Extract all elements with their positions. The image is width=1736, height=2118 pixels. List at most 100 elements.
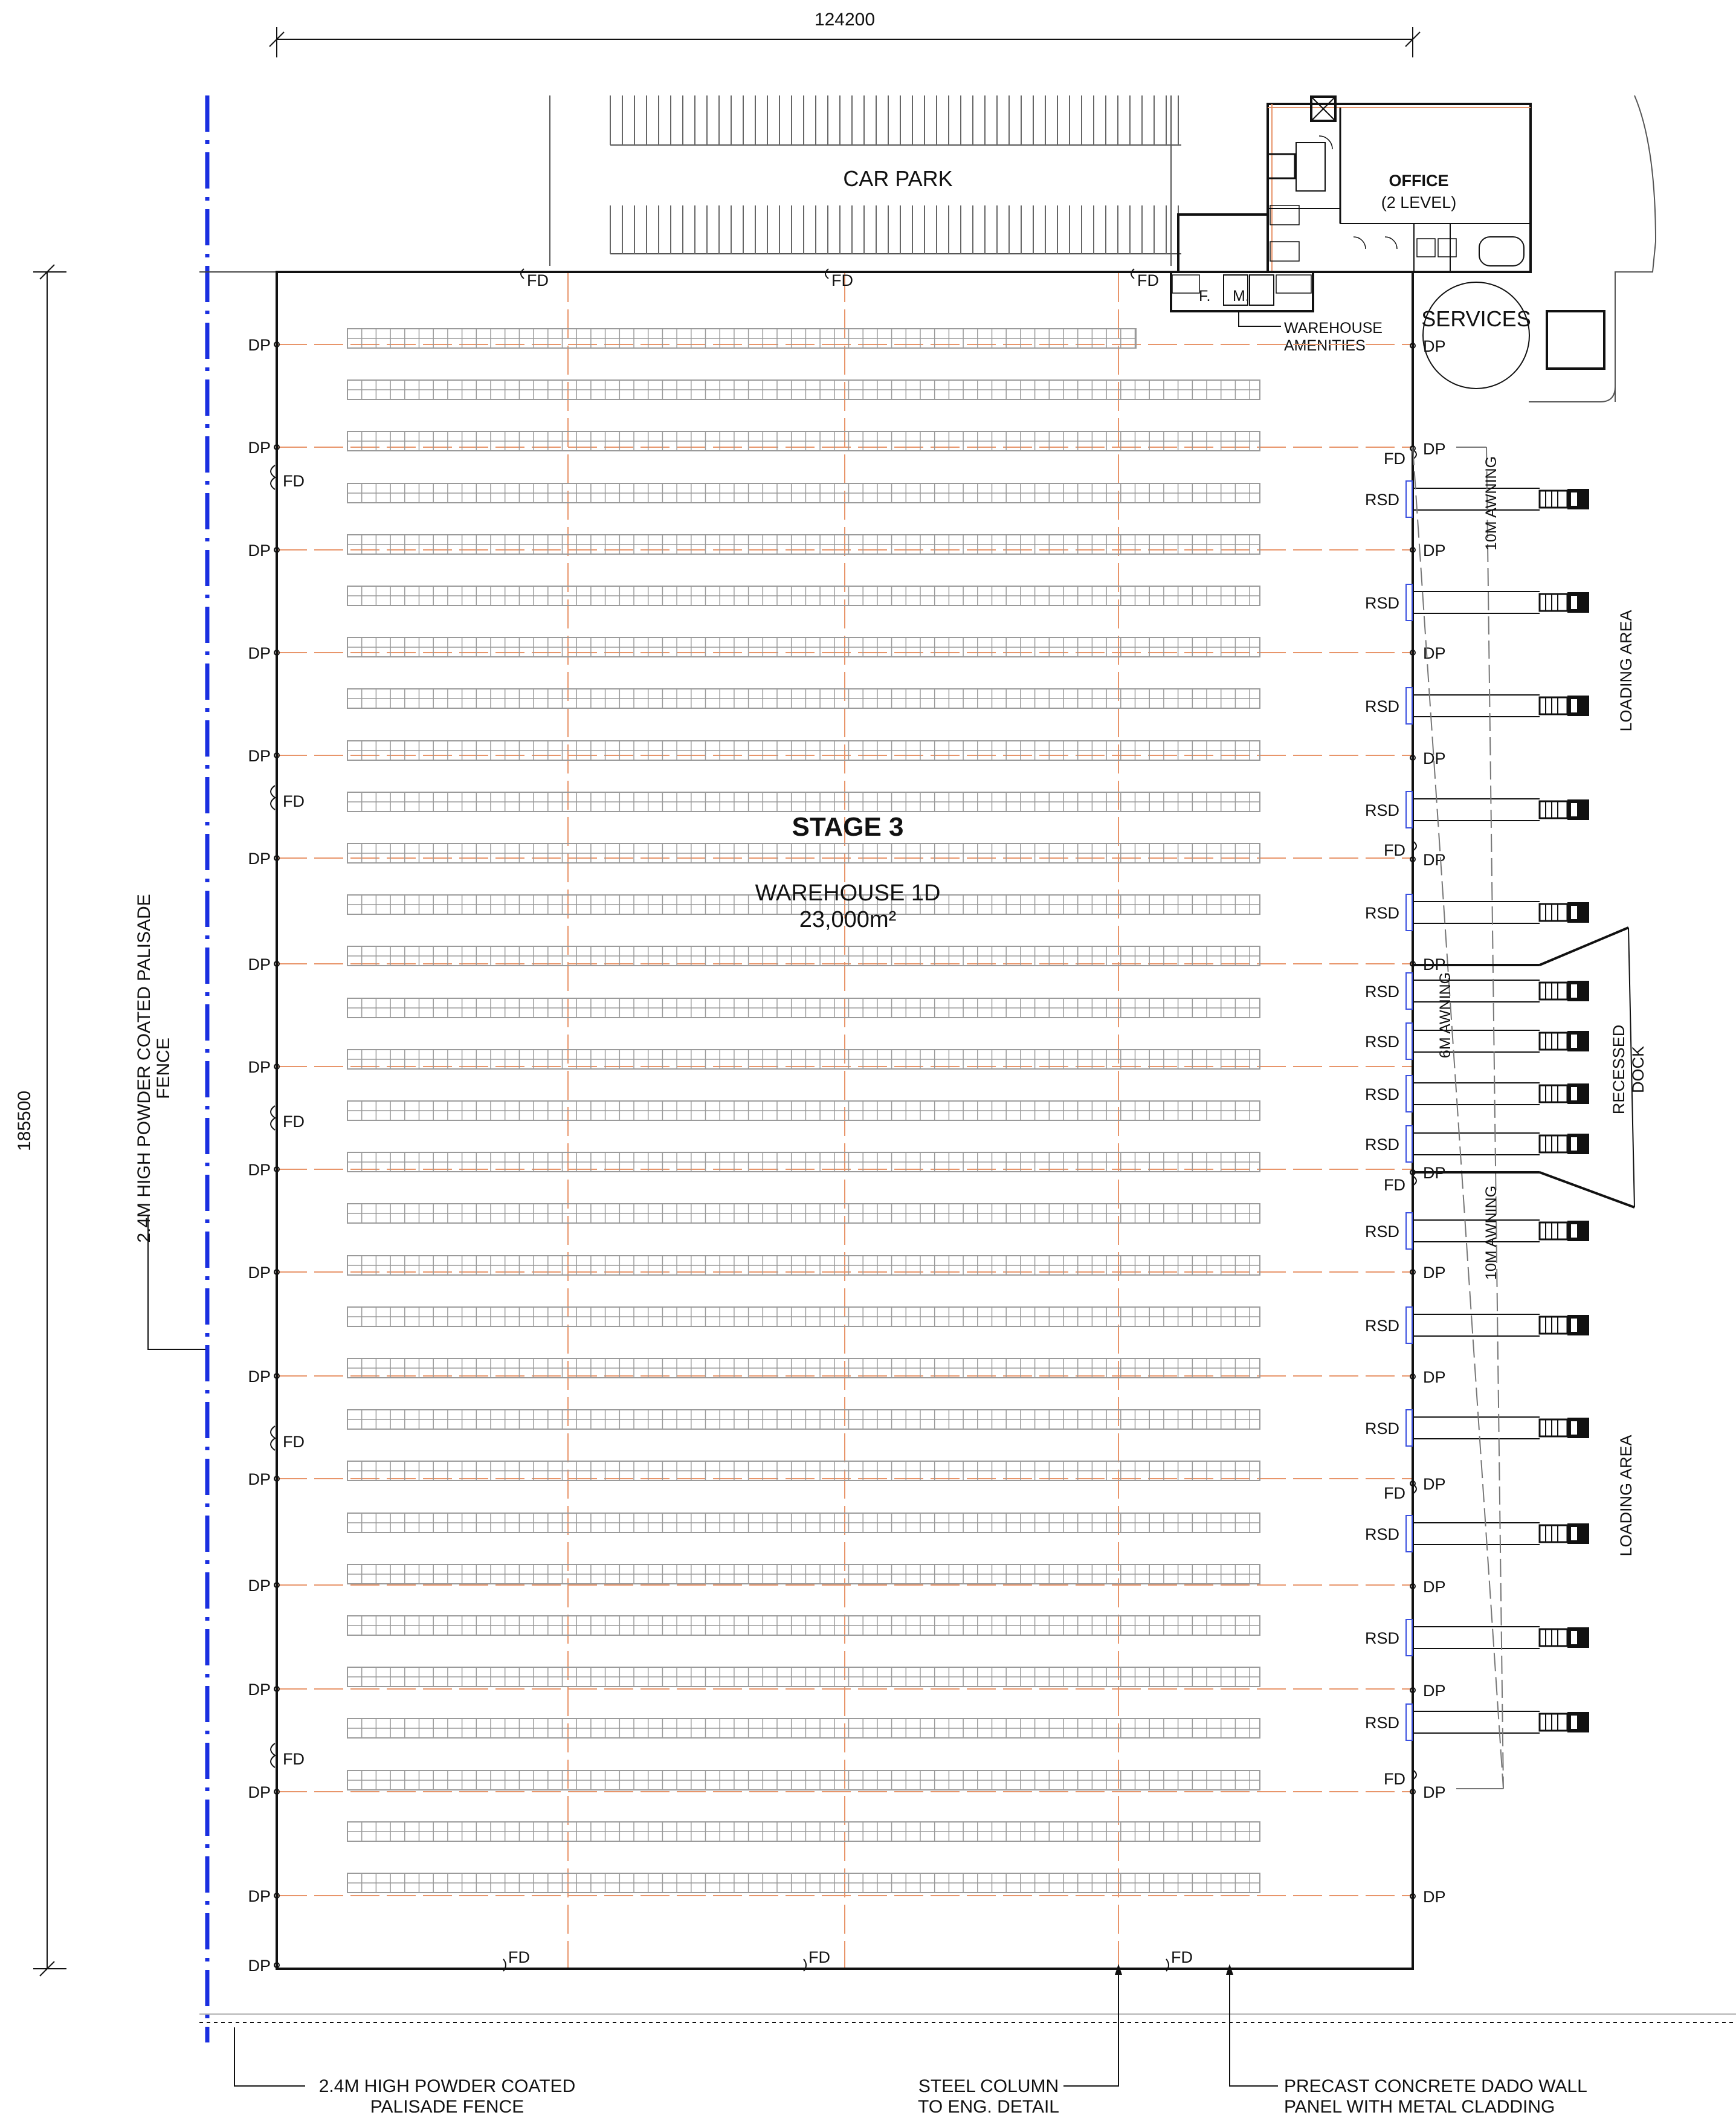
fire-door-marker [520,268,524,279]
recessed-dock: RECESSED DOCK [1413,926,1647,1209]
roller-shutter-label: RSD [1365,1419,1399,1438]
downpipe-marker [274,1582,280,1588]
rack-row [347,379,1260,400]
downpipe-marker [274,961,280,967]
fire-door-label: FD [527,271,549,289]
awning-10m-bottom: 10M AWNING [1483,1186,1500,1280]
dock-door [1405,480,1590,518]
rack-row [347,1409,1260,1430]
dock-door [1405,791,1590,828]
downpipe-label: DP [1423,440,1446,458]
downpipe-marker [1410,1480,1416,1487]
downpipe-label: DP [248,1367,271,1386]
height-dimension: 185500 [15,264,66,1977]
fire-door-label: FD [283,472,305,490]
pallet-racking [347,328,1260,1893]
fire-door-marker [1412,1769,1417,1780]
roller-shutter-label: RSD [1365,1714,1399,1732]
fire-door-marker [270,1743,276,1768]
downpipe-label: DP [1423,541,1446,560]
rack-row [347,1049,1260,1070]
warehouse-area: 23,000m² [799,907,897,932]
steel-column-line1: STEEL COLUMN [918,2076,1059,2096]
dock-door [1405,1409,1590,1447]
downpipe-label: DP [248,1470,271,1488]
truck-icon [1538,1082,1590,1105]
rack-row [347,1255,1260,1276]
downpipe-label: DP [248,850,271,868]
rack-row [347,1770,1260,1790]
fire-door-label: FD [508,1948,530,1966]
rack-row [347,1358,1260,1378]
fire-door-marker [1412,1484,1417,1494]
rack-row [347,1461,1260,1481]
dock-door [1405,1515,1590,1552]
downpipe-marker [274,1686,280,1692]
office-building: OFFICE (2 LEVEL) [1177,95,1532,273]
rack-row [347,843,1260,864]
precast-line2: PANEL WITH METAL CLADDING [1284,2097,1555,2117]
rack-row [347,1821,1260,1842]
downpipe-marker [1410,1583,1416,1589]
loading-docks [1405,480,1590,1741]
rack-row [347,894,1260,915]
fence-label-line1: 2.4M HIGH POWDER COATED PALISADE [134,894,154,1242]
downpipe-label: DP [248,1783,271,1801]
rack-row [347,1667,1260,1687]
rack-row [347,998,1260,1018]
downpipe-marker [274,444,280,450]
fire-door-marker [1412,841,1417,851]
rack-row [347,1873,1260,1893]
downpipe-label: DP [248,1681,271,1699]
fire-door-label: FD [1384,1484,1405,1502]
truck-icon [1538,1132,1590,1155]
downpipe-marker [1410,1269,1416,1275]
roller-shutter-label: RSD [1365,697,1399,715]
palisade-fence [199,95,1736,2042]
downpipe-marker [1410,1687,1416,1693]
dock-door [1405,972,1590,1010]
fire-door-marker [825,268,829,279]
dock-door [1405,687,1590,725]
site-edge-curve [1615,95,1657,402]
fire-door-label: FD [1384,1176,1405,1194]
truck-icon [1538,591,1590,614]
roller-shutter-label: RSD [1365,904,1399,922]
dock-door [1405,1075,1590,1112]
truck-icon [1538,694,1590,717]
precast-line1: PRECAST CONCRETE DADO WALL [1284,2076,1587,2096]
width-dimension: 124200 [269,10,1421,57]
downpipe-marker [274,855,280,861]
downpipe-marker [1410,1789,1416,1795]
perimeter-labels: DPDPDPDPDPDPDPDPDPDPDPDPDPDPDPDPDPFDFDFD… [248,268,1446,1975]
downpipe-marker [1410,1893,1416,1899]
loading-area-bottom: LOADING AREA [1617,1435,1635,1556]
downpipe-label: DP [1423,1783,1446,1801]
fire-door-label: FD [1384,450,1405,468]
awning-6m: 6M AWNING [1437,972,1454,1058]
rack-row [347,586,1260,606]
fire-door-marker [270,1425,276,1451]
downpipe-marker [274,1269,280,1275]
warehouse-amenities: F. M. WAREHOUSE AMENITIES [1170,271,1383,354]
rack-row [347,1152,1260,1172]
downpipe-label: DP [248,1577,271,1595]
fire-door-label: FD [283,1750,305,1768]
rack-row [347,792,1260,812]
fence-label-line2: FENCE [153,1038,173,1099]
roller-shutter-label: RSD [1365,594,1399,612]
fire-door-label: FD [1384,841,1405,859]
awning-outline [1412,447,1504,1789]
recessed-dock-line2: DOCK [1629,1046,1647,1093]
downpipe-marker [274,1373,280,1379]
rack-row [347,1513,1260,1533]
roller-shutter-label: RSD [1365,1135,1399,1154]
services-area: SERVICES [1421,282,1605,389]
dock-door [1405,1306,1590,1344]
roller-shutter-label: RSD [1365,1222,1399,1241]
fire-door-label: FD [283,792,305,810]
rack-row [347,1203,1260,1224]
fire-door-marker [1166,1958,1169,1972]
downpipe-marker [274,1893,280,1899]
